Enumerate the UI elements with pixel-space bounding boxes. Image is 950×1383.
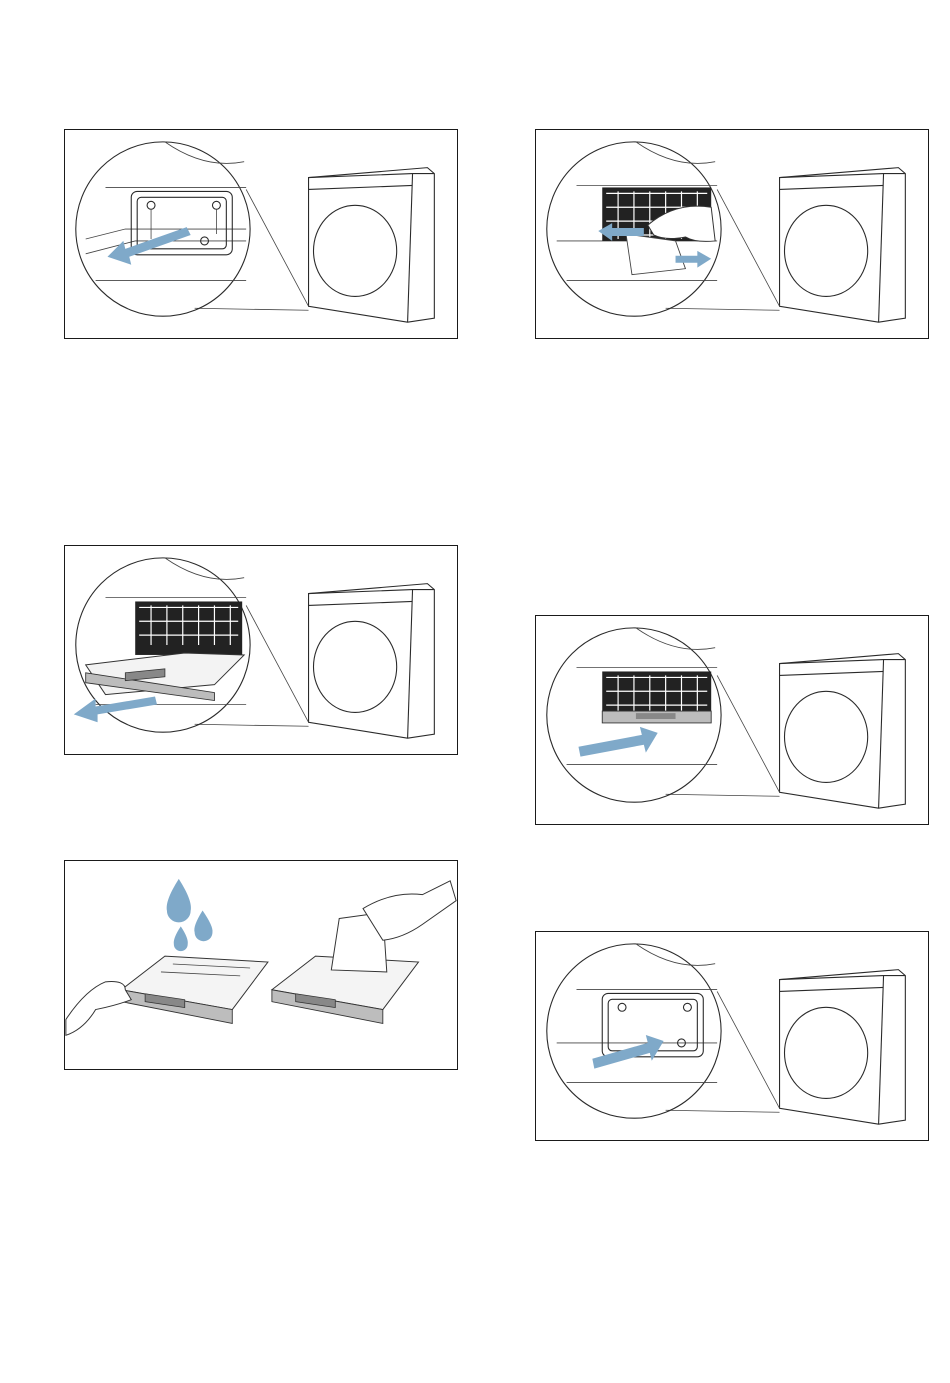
- illustration-panel-step-3: [64, 545, 458, 755]
- push-in-arrow: [578, 727, 657, 757]
- water-drop-large: [167, 879, 191, 923]
- illustration-panel-step-2: [535, 129, 929, 339]
- illustration-panel-step-6: [535, 931, 929, 1141]
- illustration-panel-step-4: [535, 615, 929, 825]
- dryer-filter-cover-illustration: [65, 130, 457, 338]
- water-drop-small-1: [174, 926, 188, 951]
- pull-out-arrow: [107, 227, 190, 265]
- insert-filter-illustration: [536, 616, 928, 824]
- close-filter-cover-illustration: [536, 932, 928, 1140]
- water-drop-small-2: [194, 911, 212, 942]
- fluff-screen-illustration: [536, 130, 928, 338]
- push-in-arrow: [592, 1035, 663, 1069]
- illustration-panel-step-1: [64, 129, 458, 339]
- rinse-dry-filter-illustration: [65, 861, 457, 1069]
- pull-out-filter-illustration: [65, 546, 457, 754]
- illustration-panel-step-5: [64, 860, 458, 1070]
